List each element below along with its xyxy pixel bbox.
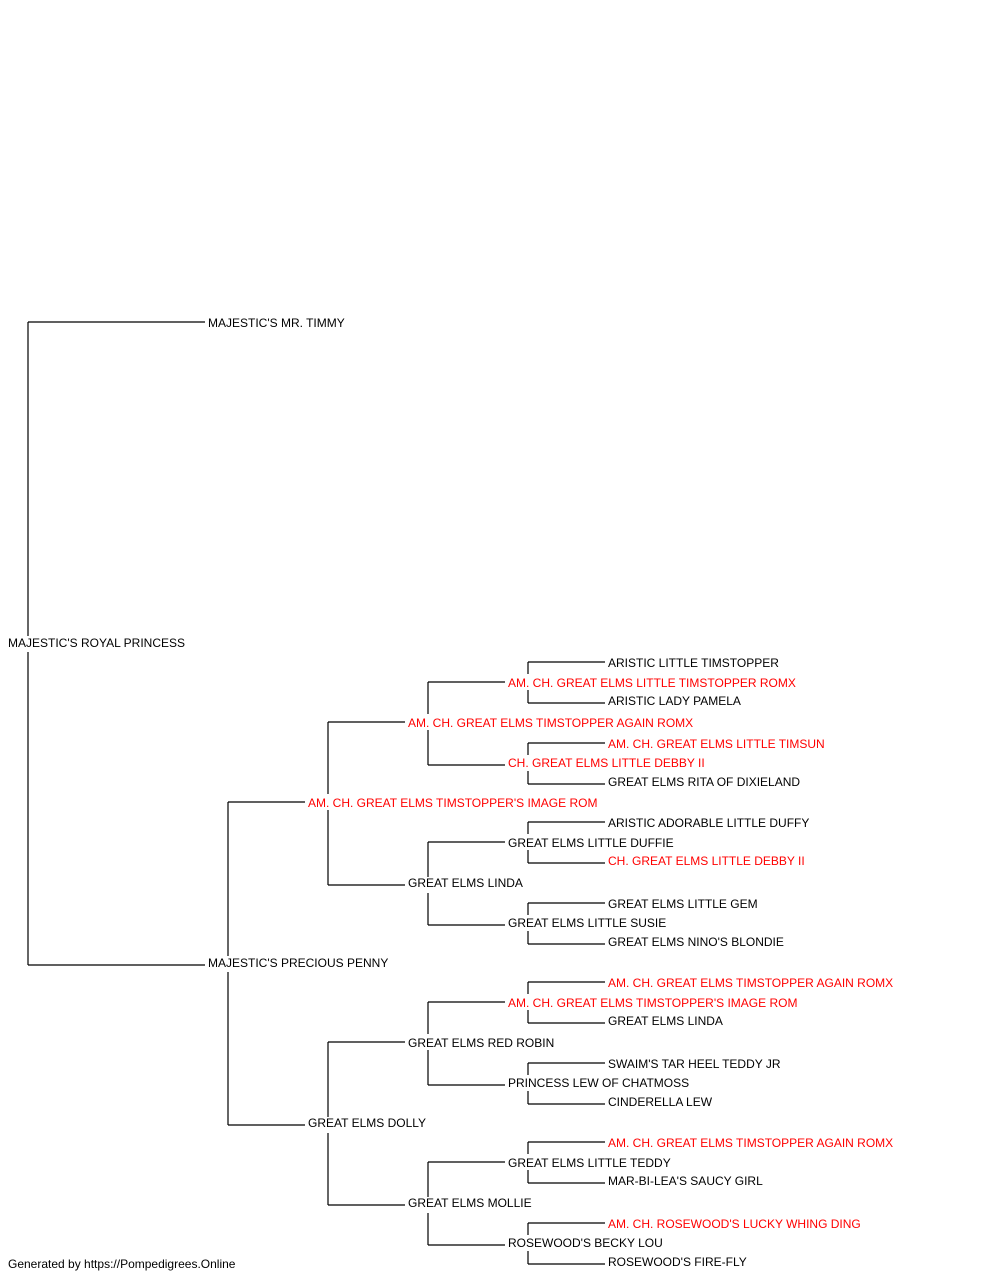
dam-name: MAJESTIC'S PRECIOUS PENNY (208, 956, 389, 970)
g5-sire-name-e: AM. CH. GREAT ELMS TIMSTOPPER AGAIN ROMX (608, 976, 894, 990)
g5-dam-name-h: ROSEWOOD'S FIRE-FLY (608, 1255, 747, 1269)
g4-sire-name-d: GREAT ELMS LITTLE TEDDY (508, 1156, 671, 1170)
g5-sire-name-c: ARISTIC ADORABLE LITTLE DUFFY (608, 816, 810, 830)
g5-sire-name-g: AM. CH. GREAT ELMS TIMSTOPPER AGAIN ROMX (608, 1136, 894, 1150)
g5-dam-name-b: GREAT ELMS RITA OF DIXIELAND (608, 775, 801, 789)
g5-sire-name-b: AM. CH. GREAT ELMS LITTLE TIMSUN (608, 737, 825, 751)
g5-dam-name-f: CINDERELLA LEW (608, 1095, 713, 1109)
g4-sire-name-a: AM. CH. GREAT ELMS LITTLE TIMSTOPPER ROM… (508, 676, 796, 690)
g5-sire-name-h: AM. CH. ROSEWOOD'S LUCKY WHING DING (608, 1217, 861, 1231)
g5-sire-name-d: GREAT ELMS LITTLE GEM (608, 897, 758, 911)
g2-sire-name: AM. CH. GREAT ELMS TIMSTOPPER'S IMAGE RO… (308, 796, 598, 810)
g5-dam-name-e: GREAT ELMS LINDA (608, 1014, 723, 1028)
g3-dam-name-a: GREAT ELMS LINDA (408, 876, 523, 890)
g5-dam-name-d: GREAT ELMS NINO'S BLONDIE (608, 935, 784, 949)
g3-dam-name-b: GREAT ELMS MOLLIE (408, 1196, 532, 1210)
g4-dam-name-d: ROSEWOOD'S BECKY LOU (508, 1236, 663, 1250)
g4-sire-name-b: GREAT ELMS LITTLE DUFFIE (508, 836, 674, 850)
g3-sire-name-a: AM. CH. GREAT ELMS TIMSTOPPER AGAIN ROMX (408, 716, 694, 730)
g2-dam-name: GREAT ELMS DOLLY (308, 1116, 427, 1130)
g5-sire-name-f: SWAIM'S TAR HEEL TEDDY JR (608, 1057, 781, 1071)
g5-dam-name-a: ARISTIC LADY PAMELA (608, 694, 741, 708)
g4-sire-name-c: AM. CH. GREAT ELMS TIMSTOPPER'S IMAGE RO… (508, 996, 798, 1010)
g5-dam-name-c: CH. GREAT ELMS LITTLE DEBBY II (608, 854, 805, 868)
g4-dam-name-a: CH. GREAT ELMS LITTLE DEBBY II (508, 756, 705, 770)
subject-name: MAJESTIC'S ROYAL PRINCESS (8, 636, 185, 650)
g3-sire-name-b: GREAT ELMS RED ROBIN (408, 1036, 555, 1050)
sire-name: MAJESTIC'S MR. TIMMY (208, 316, 345, 330)
g5-sire-name-a: ARISTIC LITTLE TIMSTOPPER (608, 656, 779, 670)
g5-dam-name-g: MAR-BI-LEA'S SAUCY GIRL (608, 1174, 763, 1188)
footer-credit: Generated by https://Pompedigrees.Online (8, 1257, 236, 1271)
g4-dam-name-c: PRINCESS LEW OF CHATMOSS (508, 1076, 690, 1090)
g4-dam-name-b: GREAT ELMS LITTLE SUSIE (508, 916, 667, 930)
